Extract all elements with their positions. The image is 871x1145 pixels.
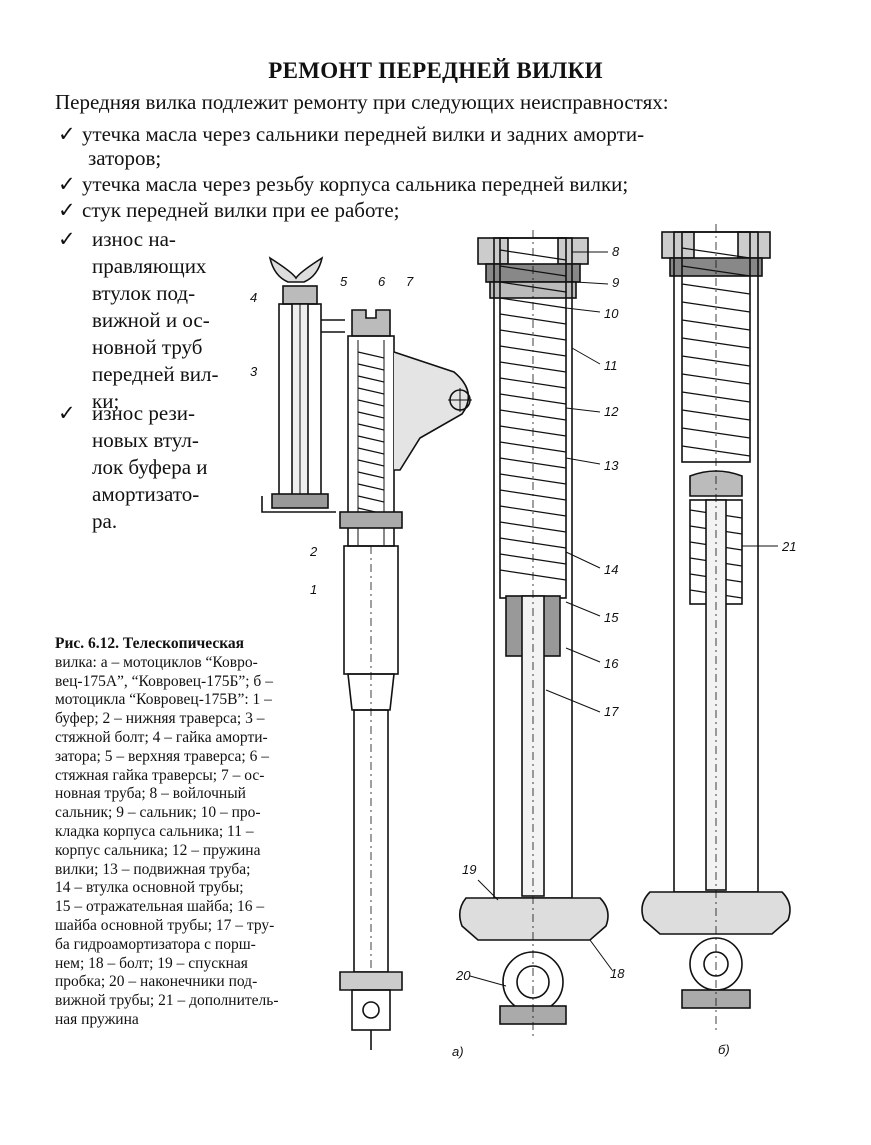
caption-line: мотоцикла “Ковровец-175В”: 1 – [55, 691, 272, 709]
caption-line: 15 – отражательная шайба; 16 – [55, 898, 265, 916]
list-item: ✓утечка масла через резьбу корпуса сальн… [58, 172, 628, 197]
list-item-text: износ на- правляющих втулок под- вижной … [92, 226, 236, 415]
figure-caption: Рис. 6.12. Телескопическая вилка: а – мо… [55, 635, 327, 1030]
list-item: ✓стук передней вилки при ее работе; [58, 198, 400, 223]
part-label: 21 [781, 539, 796, 554]
item-line: стук передней вилки при ее работе; [82, 198, 400, 222]
item-line: передней вил- [92, 362, 219, 386]
fork-leg-a-side [339, 309, 472, 1050]
part-label: 3 [250, 364, 258, 379]
part-label: 15 [604, 610, 619, 625]
item-line: заторов; [88, 146, 162, 170]
caption-line: вилки; 13 – подвижная труба; [55, 860, 251, 878]
list-item-text: износ рези- новых втул- лок буфера и амо… [92, 400, 240, 535]
list-item: ✓утечка масла через сальники передней ви… [58, 122, 644, 147]
caption-line: пробка; 20 – наконечники под- [55, 973, 258, 991]
item-line: лок буфера и [92, 455, 208, 479]
part-label: 2 [309, 544, 318, 559]
caption-line: стяжная гайка траверсы; 7 – ос- [55, 766, 265, 784]
part-label: 4 [250, 290, 257, 305]
left-absorber-drawing [261, 256, 345, 513]
item-line: вижной и ос- [92, 308, 210, 332]
subfigure-label-a: а) [452, 1044, 464, 1059]
caption-line: вижной трубы; 21 – дополнитель- [55, 992, 279, 1010]
item-line: утечка масла через резьбу корпуса сальни… [82, 172, 629, 196]
caption-line: сальник; 9 – сальник; 10 – про- [55, 804, 261, 822]
intro-text: Передняя вилка подлежит ремонту при след… [55, 90, 669, 114]
caption-head: Рис. 6.12. Телескопическая [55, 635, 245, 652]
caption-line: вилка: а – мотоциклов “Ковро- [55, 653, 258, 671]
caption-line: ба гидроамортизатора с порш- [55, 935, 256, 953]
item-line: амортизато- [92, 482, 200, 506]
part-label: 10 [604, 306, 619, 321]
item-line: утечка масла через сальники передней вил… [82, 122, 645, 146]
item-line: втулок под- [92, 281, 196, 305]
item-line: ра. [92, 509, 118, 533]
part-label: 11 [604, 358, 618, 373]
part-label: 20 [455, 968, 471, 983]
fork-leg-b-section [641, 224, 791, 1030]
caption-line: кладка корпуса сальника; 11 – [55, 822, 254, 840]
item-line: износ рези- [92, 401, 195, 425]
part-label: 9 [612, 275, 619, 290]
caption-line: ная пружина [55, 1010, 139, 1028]
caption-line: вец-175А”, “Ковровец-175Б”; б – [55, 672, 273, 690]
check-icon: ✓ [58, 227, 76, 251]
caption-line: корпус сальника; 12 – пружина [55, 841, 261, 859]
item-line: ки; [92, 389, 120, 413]
part-label: 18 [610, 966, 625, 981]
caption-line: затора; 5 – верхняя траверса; 6 – [55, 747, 269, 765]
caption-line: нем; 18 – болт; 19 – спускная [55, 954, 248, 972]
item-line: износ на- [92, 227, 176, 251]
caption-line: буфер; 2 – нижняя траверса; 3 – [55, 710, 265, 728]
item-line: новых втул- [92, 428, 199, 452]
check-icon: ✓ [58, 198, 76, 222]
part-label: 14 [604, 562, 618, 577]
list-item: ✓ [58, 400, 82, 427]
check-icon: ✓ [58, 122, 76, 146]
check-icon: ✓ [58, 172, 76, 196]
fork-leg-a-section [458, 230, 613, 1040]
list-item: ✓ [58, 226, 82, 253]
caption-line: 14 – втулка основной трубы; [55, 879, 244, 897]
part-label: 16 [604, 656, 619, 671]
page-title: РЕМОНТ ПЕРЕДНЕЙ ВИЛКИ [268, 58, 603, 83]
part-label: 8 [612, 244, 620, 259]
part-label: 17 [604, 704, 619, 719]
subfigure-label-b: б) [718, 1042, 730, 1057]
caption-line: шайба основной трубы; 17 – тру- [55, 916, 275, 934]
caption-line: стяжной болт; 4 – гайка аморти- [55, 728, 268, 746]
caption-line: новная труба; 8 – войлочный [55, 785, 246, 803]
check-icon: ✓ [58, 401, 76, 425]
part-label: 13 [604, 458, 619, 473]
item-line: новной труб [92, 335, 203, 359]
part-label: 6 [378, 274, 386, 289]
part-label: 7 [406, 274, 414, 289]
item-line: правляющих [92, 254, 207, 278]
part-label: 19 [462, 862, 476, 877]
part-label: 5 [340, 274, 348, 289]
part-label: 12 [604, 404, 619, 419]
part-label: 1 [310, 582, 317, 597]
